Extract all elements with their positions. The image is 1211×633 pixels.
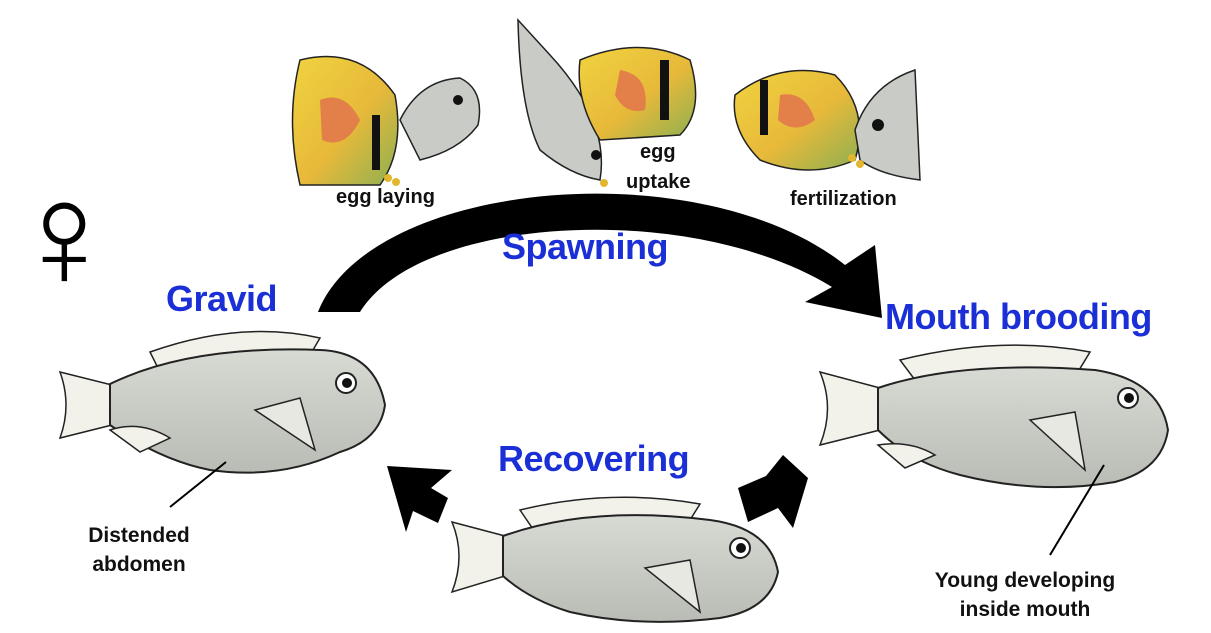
young-inside-mouth-note: Young developing inside mouth: [895, 566, 1155, 624]
recovering-fish: [452, 497, 778, 622]
stage-gravid-label: Gravid: [166, 278, 277, 320]
stage-mouth-brooding-label: Mouth brooding: [885, 296, 1152, 338]
distended-abdomen-note: Distended abdomen: [64, 521, 214, 579]
stage-recovering-label: Recovering: [498, 438, 689, 480]
mouth-brooding-fish: [820, 345, 1168, 487]
young-note-line1: Young developing: [895, 566, 1155, 595]
fertilization-illustration: [734, 70, 920, 180]
egg-laying-label: egg laying: [336, 186, 435, 209]
young-note-line2: inside mouth: [895, 595, 1155, 624]
gravid-fish: [60, 332, 385, 473]
female-symbol: ♀: [8, 160, 121, 310]
egg-uptake-label-line2: uptake: [626, 171, 690, 194]
egg-uptake-label-line1: egg: [640, 141, 676, 164]
distended-note-line2: abdomen: [64, 550, 214, 579]
fertilization-label: fertilization: [790, 188, 897, 211]
distended-note-line1: Distended: [64, 521, 214, 550]
egg-laying-illustration: [293, 57, 480, 186]
distended-pointer-line: [170, 462, 226, 507]
arrow-to-recovering: [738, 455, 808, 528]
stage-spawning-label: Spawning: [502, 226, 668, 268]
arrow-to-gravid: [387, 466, 452, 532]
